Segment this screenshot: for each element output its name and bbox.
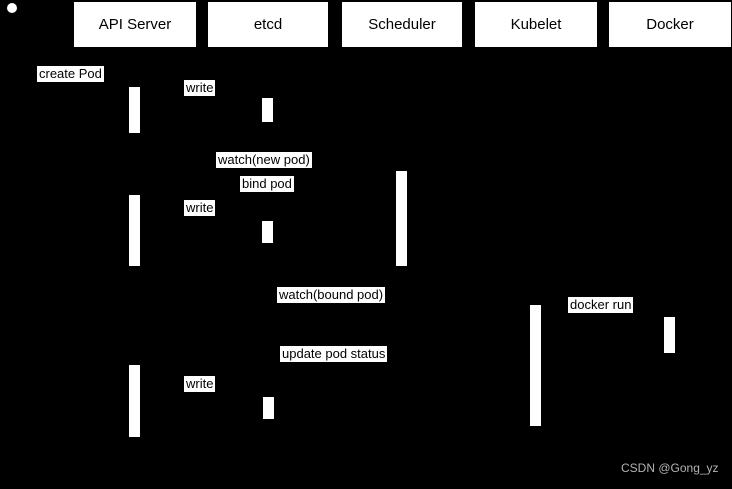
- activation-bar-docker: [664, 317, 675, 353]
- activation-bar-api-server-2: [129, 195, 140, 266]
- participant-docker: Docker: [609, 2, 731, 47]
- message-write-2: write: [184, 200, 216, 216]
- csdn-watermark: CSDN @Gong_yz: [621, 461, 719, 475]
- participant-label: Scheduler: [368, 16, 436, 33]
- participant-scheduler: Scheduler: [342, 2, 462, 47]
- message-create-pod: create Pod: [37, 66, 104, 82]
- message-watch-bound-pod: watch(bound pod): [277, 287, 386, 303]
- participant-api-server: API Server: [74, 2, 196, 47]
- message-write-3: write: [184, 376, 216, 392]
- activation-bar-etcd-2: [262, 221, 273, 243]
- activation-bar-etcd-3: [263, 397, 274, 419]
- message-docker-run: docker run: [568, 297, 634, 313]
- message-watch-new-pod: watch(new pod): [216, 152, 312, 168]
- activation-bar-etcd-1: [262, 98, 273, 122]
- activation-bar-api-server-3: [129, 365, 140, 437]
- activation-bar-kubelet: [530, 305, 541, 426]
- participant-etcd: etcd: [208, 2, 328, 47]
- message-write-1: write: [184, 80, 216, 96]
- activation-bar-api-server-1: [129, 87, 140, 133]
- message-update-pod-status: update pod status: [280, 346, 388, 362]
- start-node-icon: [7, 3, 17, 13]
- participant-label: etcd: [253, 16, 283, 33]
- activation-bar-scheduler: [396, 171, 407, 266]
- participant-label: Docker: [646, 16, 694, 33]
- participant-kubelet: Kubelet: [475, 2, 597, 47]
- participant-label: Kubelet: [510, 16, 562, 33]
- message-bind-pod: bind pod: [240, 176, 294, 192]
- participant-label: API Server: [98, 16, 172, 33]
